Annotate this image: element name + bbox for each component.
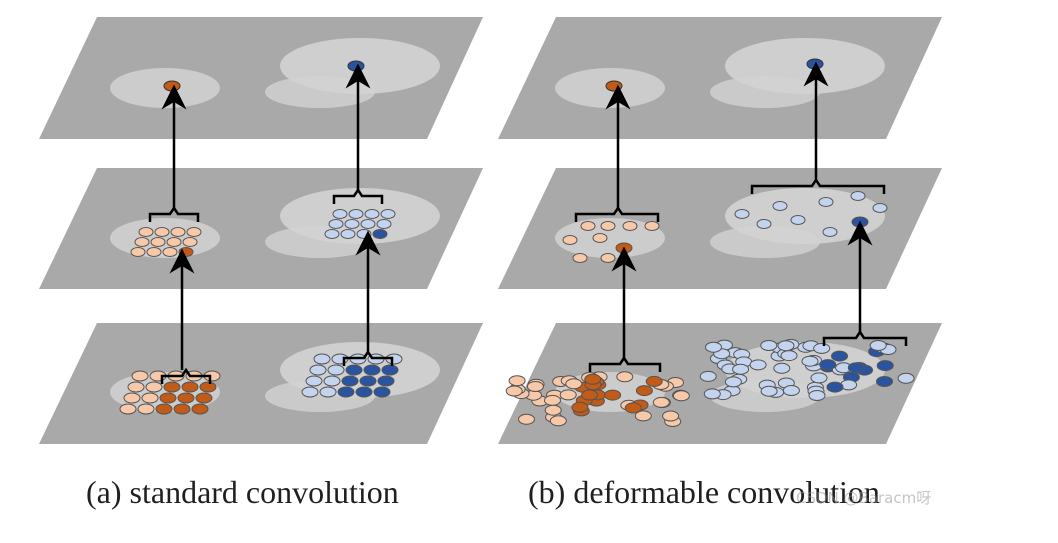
sampling-point	[773, 362, 791, 374]
sampling-point	[526, 381, 544, 392]
sampling-point	[813, 342, 831, 354]
sampling-point	[801, 355, 819, 367]
caption-deformable-convolution: (b) deformable convolution	[528, 474, 880, 510]
sampling-point	[703, 388, 721, 400]
sampling-points-orange-bottom-b	[505, 371, 690, 427]
sampling-point-active	[581, 389, 599, 401]
sampling-point	[699, 370, 717, 382]
sampling-point-active	[604, 389, 622, 401]
panel-deformable-convolution	[498, 17, 942, 444]
sampling-points-orange-middle-b	[562, 221, 660, 263]
sampling-point	[616, 371, 634, 383]
sampling-point-active	[645, 375, 663, 387]
sampling-point-active	[831, 350, 848, 362]
sampling-point	[705, 341, 722, 353]
sampling-point	[869, 340, 887, 351]
sampling-point-active	[876, 360, 894, 372]
plane-bottom-a	[39, 323, 483, 444]
sampling-point	[777, 340, 795, 352]
sampling-points-blue-middle-b	[734, 191, 888, 237]
plane-middle-a	[39, 168, 483, 289]
sampling-point	[634, 410, 652, 422]
sampling-point	[544, 394, 561, 406]
sampling-point	[760, 340, 778, 351]
sampling-point-active	[624, 402, 642, 414]
sampling-point	[559, 389, 577, 401]
sampling-point	[518, 413, 535, 425]
sampling-point	[565, 378, 583, 390]
sampling-points-blue-bottom-b	[699, 338, 915, 401]
activation-orange	[163, 80, 181, 92]
sampling-point	[760, 385, 778, 397]
sampling-point	[505, 385, 523, 397]
sampling-point	[780, 350, 798, 362]
sampling-point	[652, 396, 670, 408]
sampling-point-active	[819, 359, 837, 371]
activation-blue	[806, 58, 824, 70]
sampling-point	[662, 410, 680, 422]
plane-top-b	[498, 17, 942, 139]
plane-top-a	[39, 17, 483, 139]
sampling-point	[724, 376, 742, 388]
sampling-point	[549, 415, 567, 427]
sampling-point	[508, 375, 526, 387]
sampling-grid-blue-bottom-a	[301, 353, 403, 398]
sampling-point	[810, 372, 828, 384]
activation-blue	[347, 60, 365, 72]
panel-standard-convolution	[39, 17, 483, 444]
caption-standard-convolution: (a) standard convolution	[86, 474, 399, 510]
sampling-point	[782, 385, 800, 396]
sampling-point-active	[826, 381, 844, 393]
watermark: CSDN @Baracm呀	[796, 489, 932, 507]
activation-orange	[605, 80, 623, 92]
sampling-point-active	[635, 385, 653, 397]
sampling-grid-orange-middle-a	[130, 227, 202, 257]
sampling-point	[808, 390, 826, 401]
sampling-point	[544, 404, 562, 416]
sampling-point-active	[571, 401, 589, 413]
arrows-b	[574, 61, 908, 372]
sampling-point-active	[584, 373, 602, 385]
bracket-orange-bottom-a	[160, 367, 212, 384]
arrows-a	[148, 63, 394, 384]
sampling-point	[749, 359, 767, 371]
sampling-point-active	[876, 376, 893, 387]
sampling-point	[897, 372, 915, 384]
sampling-point	[672, 390, 690, 402]
sampling-grid-orange-bottom-a	[119, 370, 221, 415]
sampling-point	[732, 363, 750, 375]
sampling-point-active	[847, 362, 865, 374]
